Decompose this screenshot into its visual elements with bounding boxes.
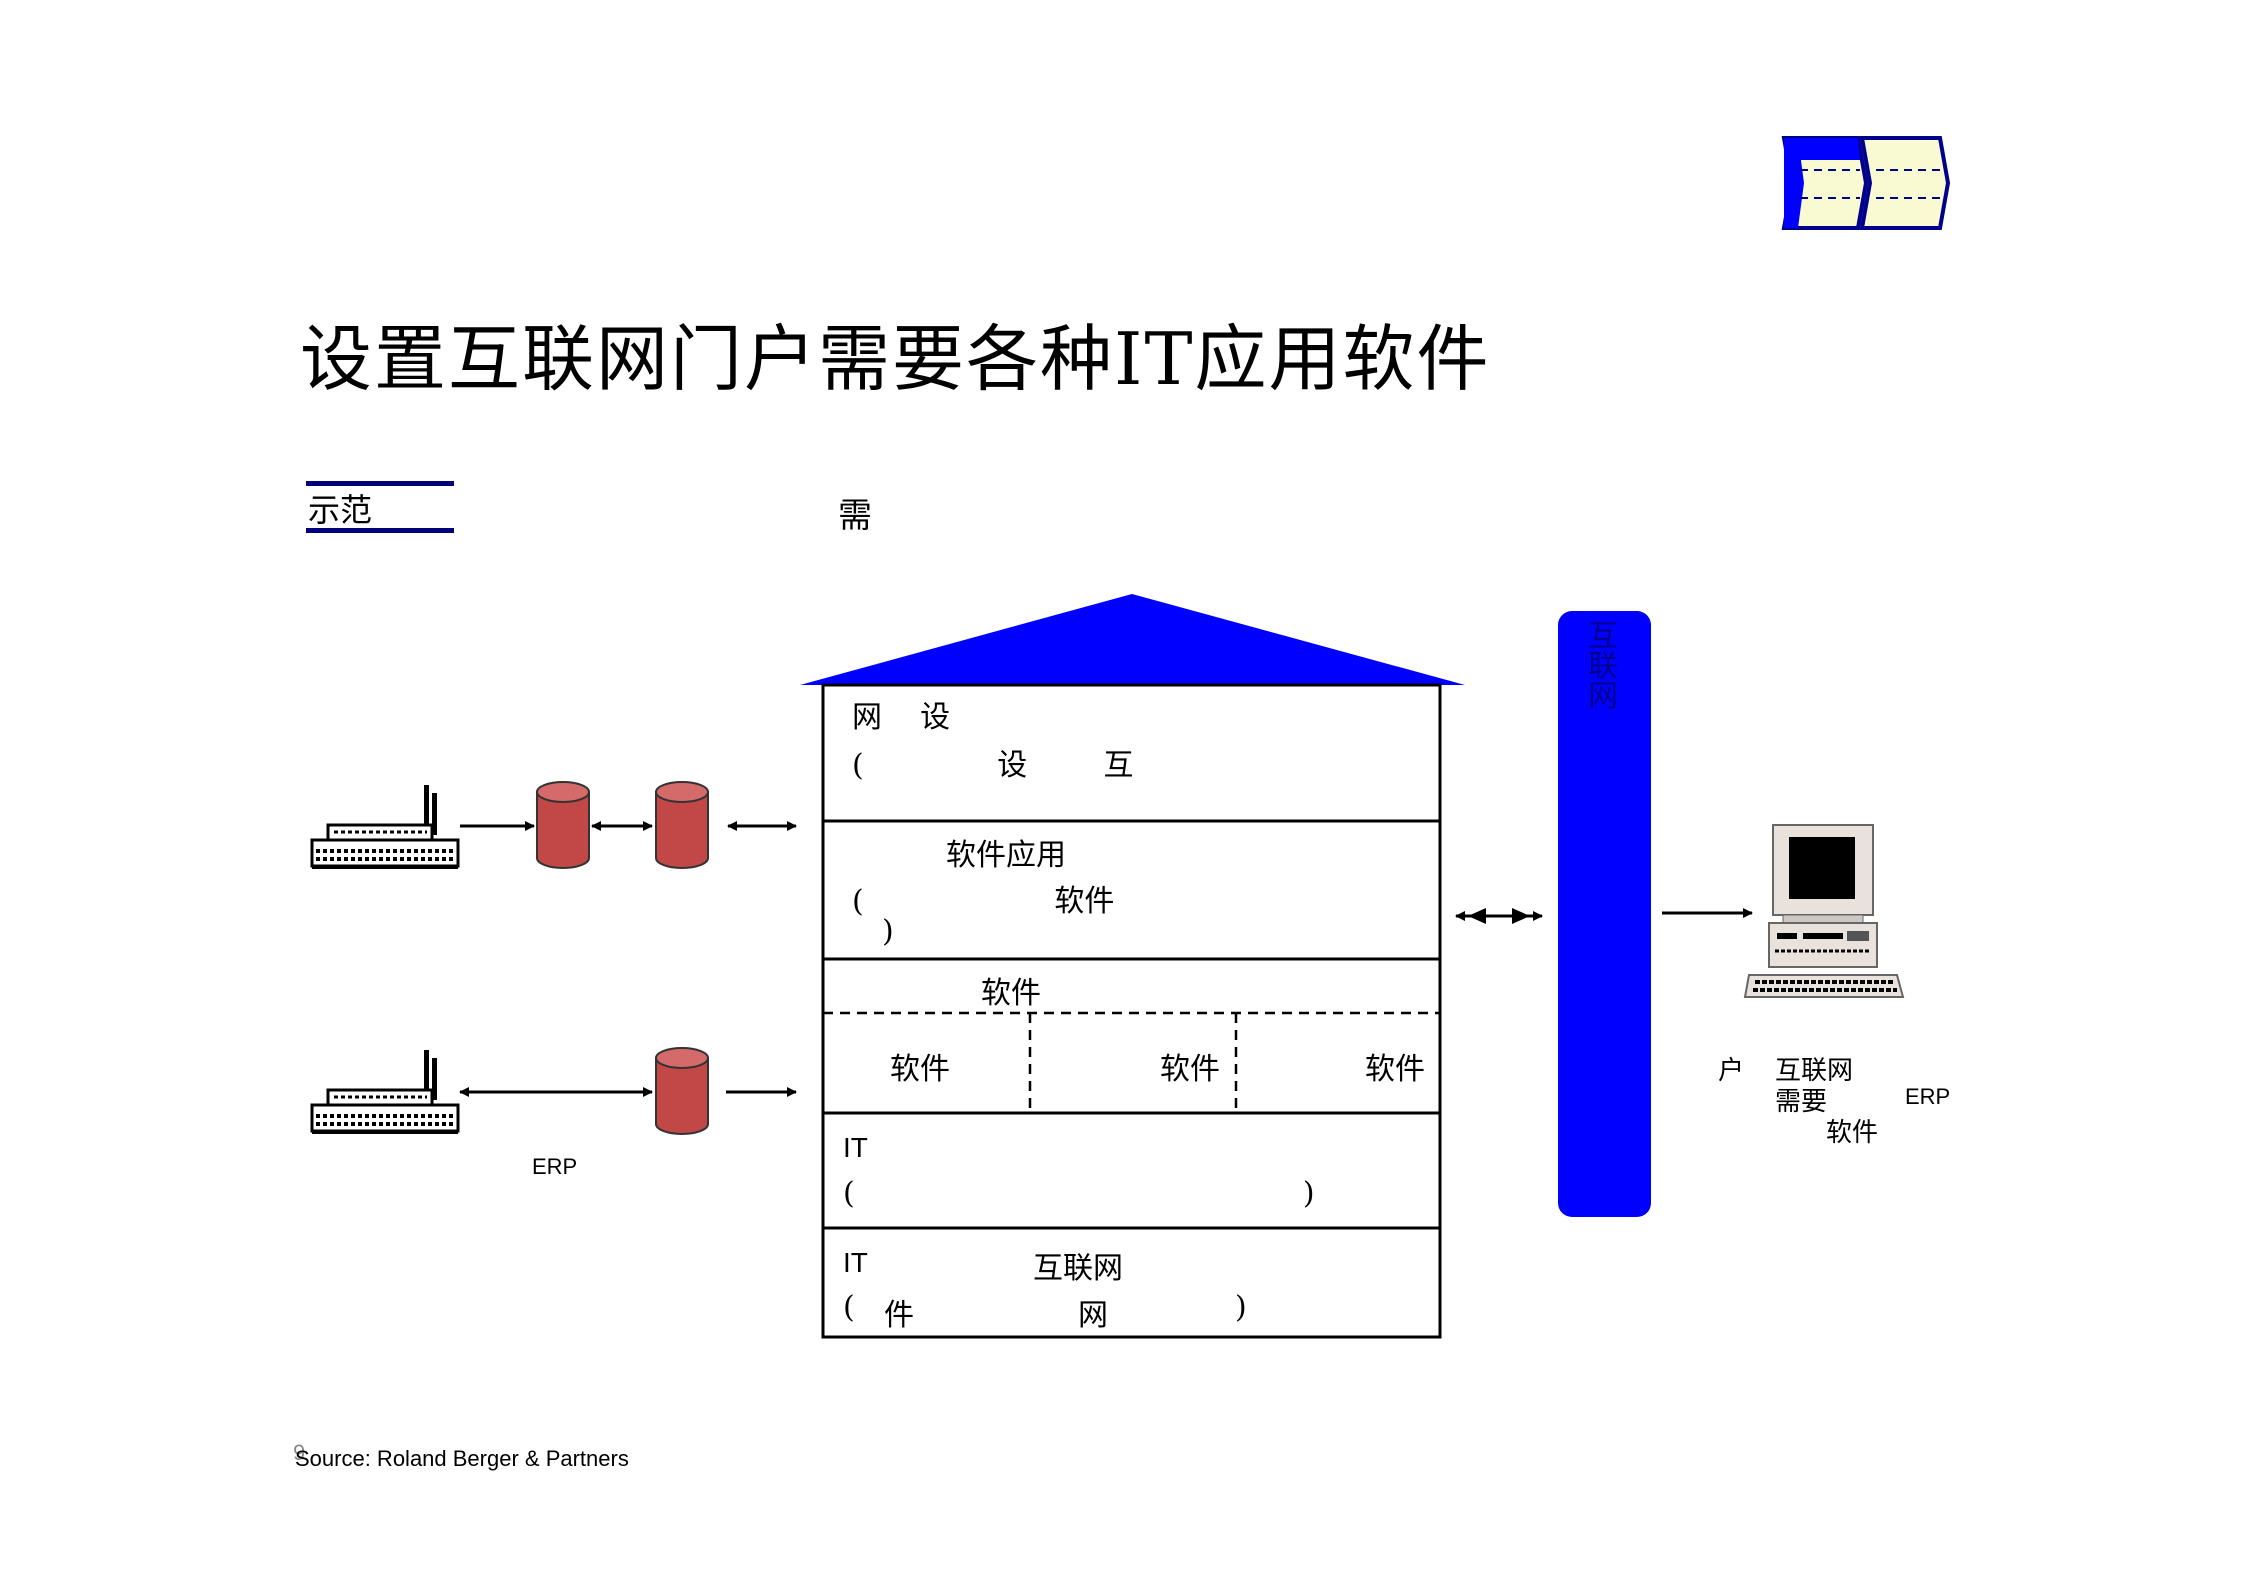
layer4-line2: ( ) (843, 1176, 1315, 1211)
right-label-2b: ERP (1905, 1084, 1951, 1109)
layer2-line3: ) (882, 914, 894, 949)
page-title: 设置互联网门户需要各种IT应用软件 (300, 317, 1491, 401)
layer5-line1-suffix: 互联网 (1033, 1251, 1123, 1286)
source-note: Source: Roland Berger & Partners (295, 1446, 629, 1471)
database-cylinder-icon (655, 781, 709, 869)
right-label-1b: 互联网 (1775, 1056, 1854, 1086)
logo-icon (1781, 136, 1951, 230)
layer3-cell-3: 软件 (1365, 1052, 1425, 1087)
computer-icon (1743, 824, 1905, 998)
layer3-cell-1: 软件 (890, 1052, 950, 1087)
factory-icon (310, 785, 460, 869)
layer1-line2: ( 设 互 (852, 748, 1134, 783)
right-label-1a: 户 (1718, 1056, 1745, 1086)
layer2-line1: 软件应用 (946, 838, 1066, 873)
erp-label-left: ERP (532, 1154, 578, 1179)
demo-label: 示范 (308, 491, 373, 529)
layer3-cell-2: 软件 (1160, 1052, 1220, 1087)
layer2-line2: ( 软件 (852, 884, 1115, 919)
need-label: 需 (838, 496, 872, 536)
layer1-line1: 网 设 (852, 700, 951, 735)
house-roof (800, 594, 1465, 685)
factory-icon (310, 1050, 460, 1134)
internet-bar-label: 互联网 (1588, 619, 1618, 714)
right-label-2a: 需要 (1775, 1087, 1828, 1117)
double-arrow-head (1468, 908, 1486, 924)
layer5-line2-b: 件 (884, 1298, 914, 1333)
layer4-line1: IT (843, 1132, 868, 1163)
right-label-3: 软件 (1826, 1118, 1879, 1148)
demo-top-rule (306, 481, 454, 486)
demo-bottom-rule (306, 528, 454, 533)
layer5-line1-prefix: IT (843, 1247, 868, 1278)
double-arrow-head (1512, 908, 1530, 924)
layer5-line2-c: 网 (1078, 1298, 1108, 1333)
layer3-header: 软件 (981, 976, 1041, 1011)
database-cylinder-icon (536, 781, 590, 869)
layer5-line2-a: ( (843, 1290, 855, 1325)
page-number: 9 (293, 1440, 306, 1465)
layer5-line2-d: ) (1235, 1290, 1247, 1325)
internet-bar (1558, 611, 1651, 1217)
database-cylinder-icon (655, 1047, 709, 1135)
